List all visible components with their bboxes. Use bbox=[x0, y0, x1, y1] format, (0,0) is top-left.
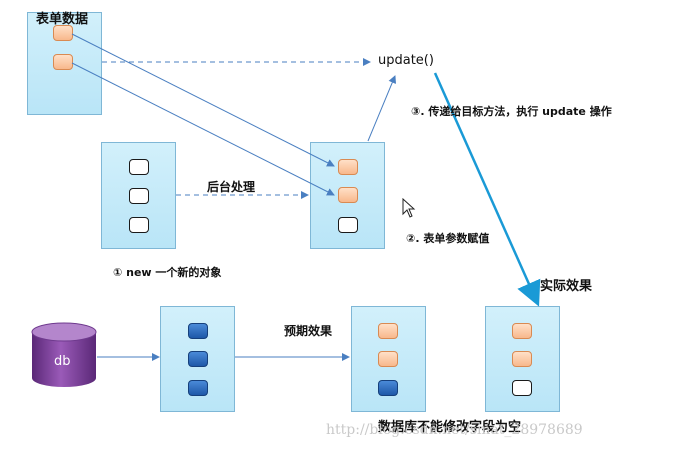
expected-field-2 bbox=[378, 351, 398, 367]
new-object-field-2 bbox=[129, 188, 149, 204]
db-field-1 bbox=[188, 323, 208, 339]
step2-label: ②. 表单参数赋值 bbox=[406, 232, 490, 245]
arrow-assigned-to-update bbox=[367, 75, 397, 142]
db-field-3 bbox=[188, 380, 208, 396]
expected-result-panel bbox=[351, 306, 426, 412]
actual-result-panel bbox=[485, 306, 560, 412]
arrow-form-to-assigned-1 bbox=[71, 33, 335, 167]
expected-field-3 bbox=[378, 380, 398, 396]
form-data-panel bbox=[27, 12, 102, 115]
arrow-update-to-actual bbox=[433, 72, 541, 307]
form-field-2 bbox=[53, 54, 73, 70]
actual-field-1 bbox=[512, 323, 532, 339]
backend-label: 后台处理 bbox=[207, 180, 256, 194]
new-object-field-1 bbox=[129, 159, 149, 175]
database-cylinder-icon bbox=[31, 322, 97, 387]
step1-label: ① new 一个新的对象 bbox=[113, 266, 222, 279]
expected-result-label: 预期效果 bbox=[284, 324, 333, 338]
db-label: db bbox=[54, 354, 71, 369]
assigned-field-1 bbox=[338, 159, 358, 175]
step3-label: ③. 传递给目标方法，执行 update 操作 bbox=[411, 105, 612, 118]
new-object-field-3 bbox=[129, 217, 149, 233]
form-field-1 bbox=[53, 25, 73, 41]
expected-field-1 bbox=[378, 323, 398, 339]
actual-result-label: 实际效果 bbox=[540, 279, 593, 294]
watermark-url: http://blog.csdn.net/sinat_28978689 bbox=[326, 422, 583, 438]
update-call-label: update() bbox=[378, 53, 434, 68]
mouse-pointer-icon bbox=[402, 198, 416, 218]
actual-field-3 bbox=[512, 380, 532, 396]
assigned-field-3 bbox=[338, 217, 358, 233]
db-note-label: 数据库不能修改字段为空 bbox=[378, 420, 522, 435]
assigned-field-2 bbox=[338, 187, 358, 203]
actual-field-2 bbox=[512, 351, 532, 367]
db-field-2 bbox=[188, 351, 208, 367]
form-data-title: 表单数据 bbox=[36, 12, 89, 27]
new-object-panel bbox=[101, 142, 176, 249]
arrow-form-to-assigned-2 bbox=[71, 62, 335, 196]
db-record-panel bbox=[160, 306, 235, 412]
